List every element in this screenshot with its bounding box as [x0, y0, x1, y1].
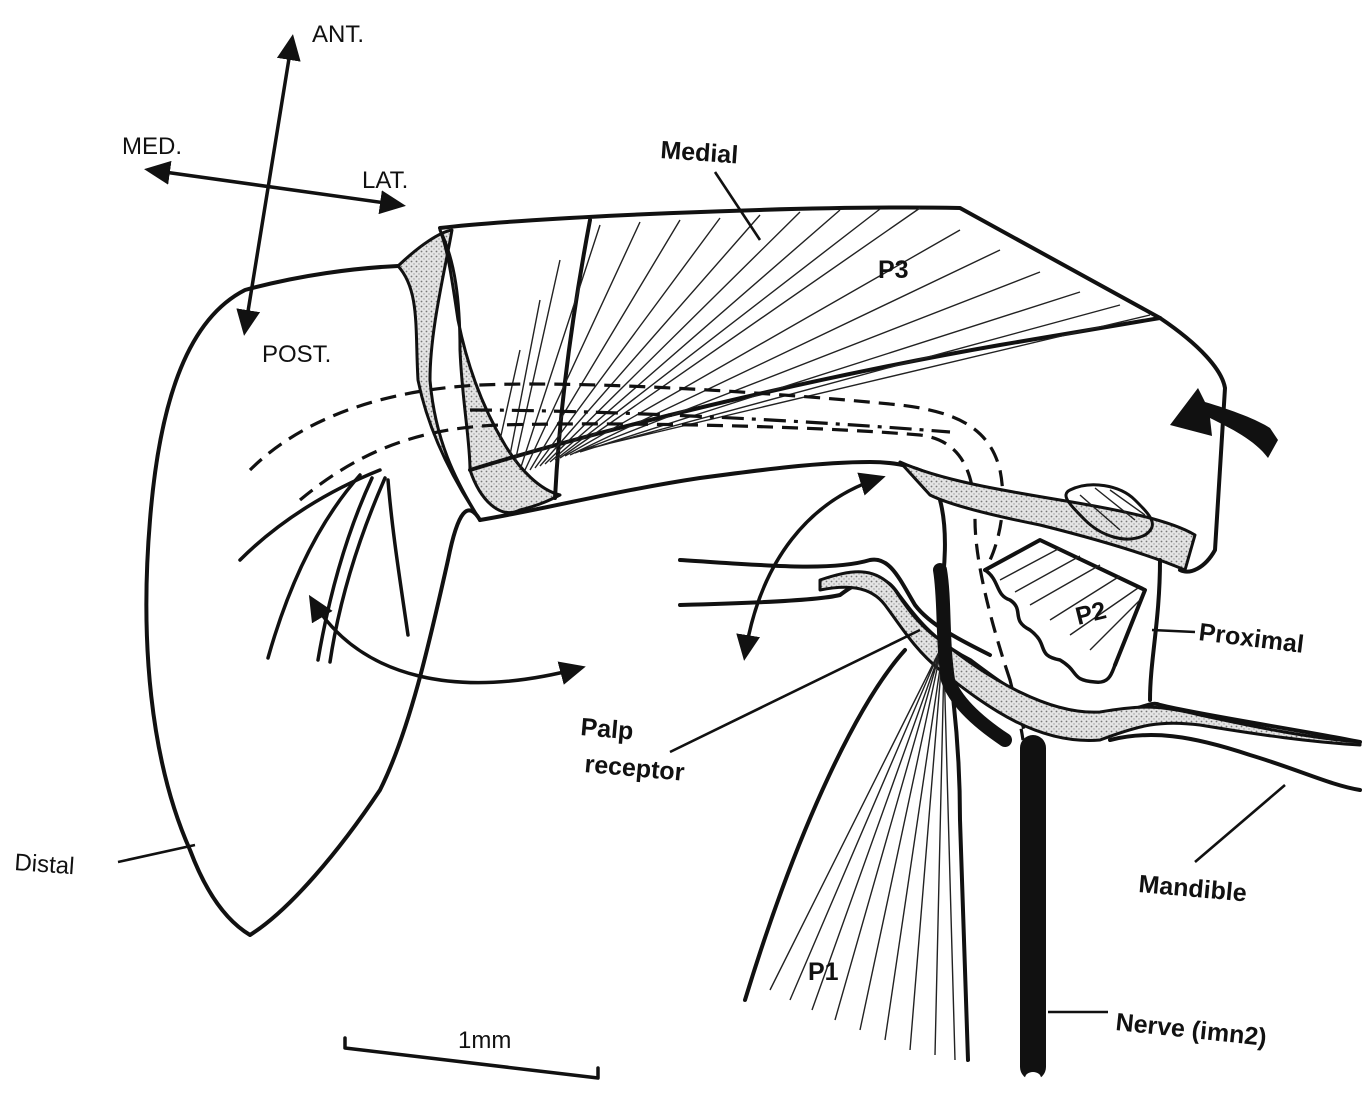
tendon-strands	[240, 470, 408, 662]
p3-label: P3	[878, 256, 909, 284]
medial-label: Medial	[660, 136, 740, 169]
distal-rotation-arrow	[312, 600, 580, 683]
hinge-membrane	[440, 230, 560, 513]
p2-label: P2	[1073, 596, 1109, 631]
p1-muscle	[745, 640, 968, 1060]
orientation-cross: ANT. POST. MED. LAT.	[122, 21, 408, 368]
scale-bar-label: 1mm	[458, 1027, 511, 1054]
nerve-imn2	[940, 570, 1046, 1084]
palp-receptor-label-line1: Palp	[579, 713, 634, 745]
posterior-label: POST.	[262, 341, 331, 368]
lateral-direction-label: LAT.	[362, 167, 408, 194]
palp-receptor-label-line2: receptor	[583, 750, 685, 787]
p1-label: P1	[808, 958, 839, 986]
nerve-label: Nerve (imn2)	[1114, 1008, 1268, 1052]
mandible-label: Mandible	[1137, 870, 1247, 907]
scale-bar: 1mm	[345, 1027, 598, 1078]
distal-segment	[146, 230, 480, 935]
anterior-label: ANT.	[312, 21, 364, 48]
medial-direction-label: MED.	[122, 133, 182, 160]
leader-lines	[118, 172, 1285, 1012]
dashed-contour-axis	[470, 410, 950, 432]
distal-label: Distal	[14, 849, 76, 880]
proximal-label: Proximal	[1197, 618, 1305, 659]
